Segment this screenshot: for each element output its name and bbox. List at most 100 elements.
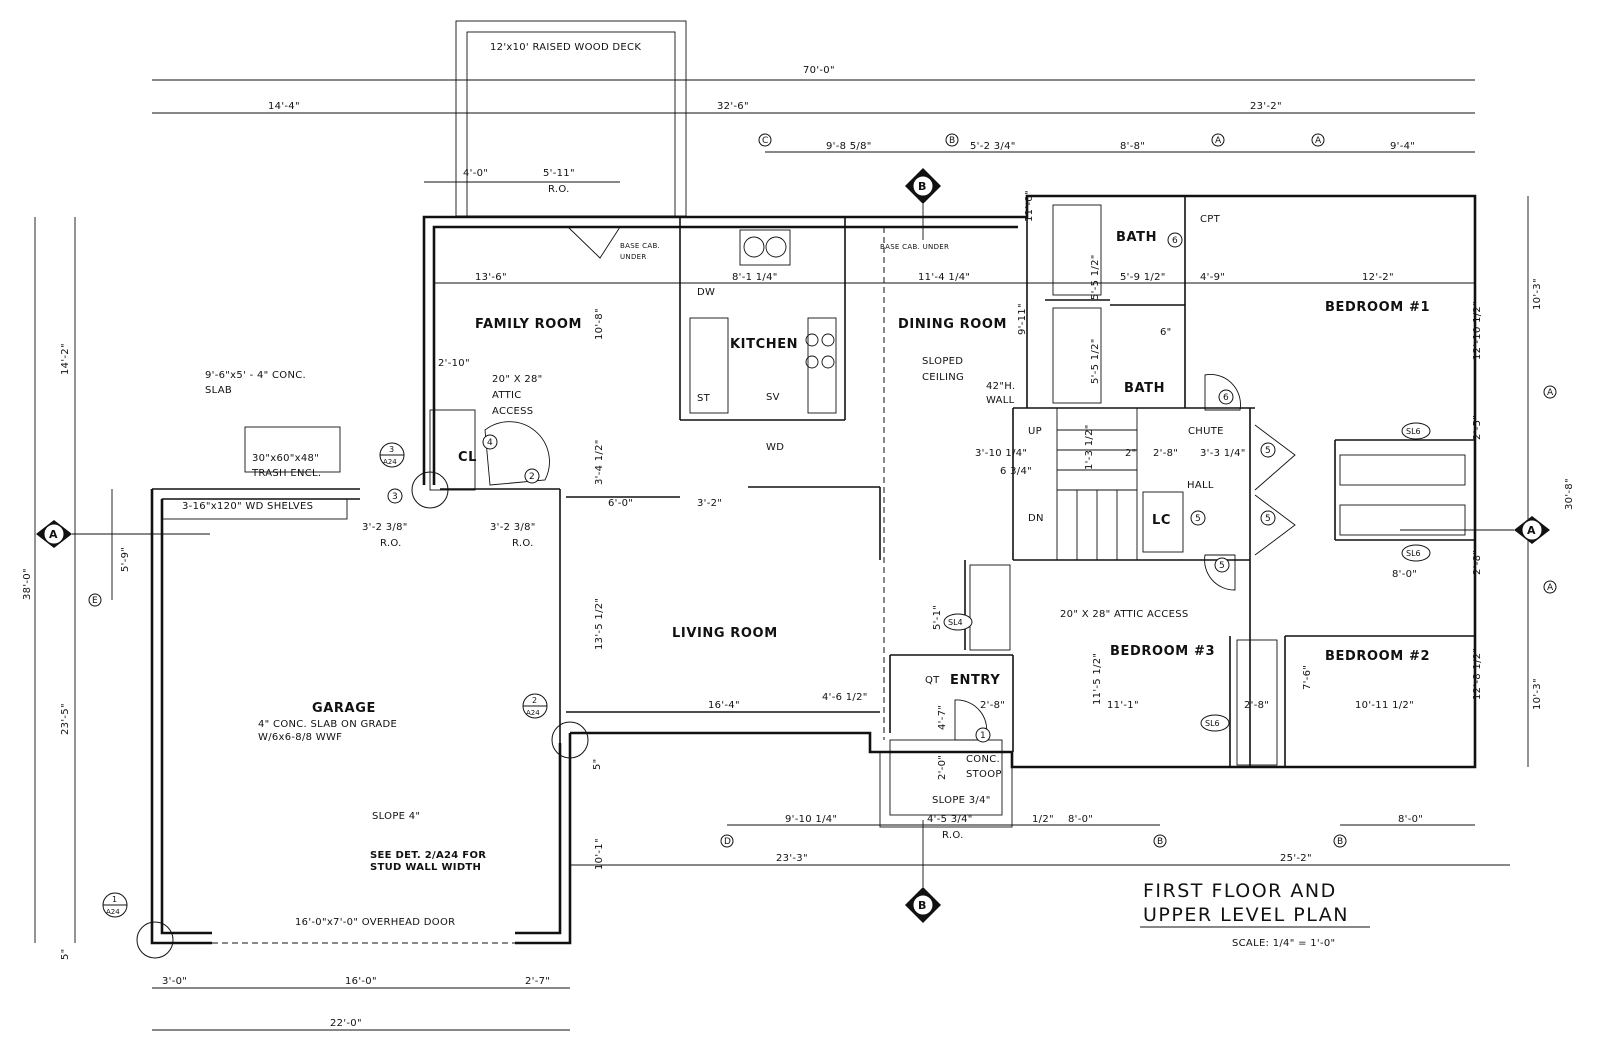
hall-label: HALL: [1187, 480, 1214, 491]
wall-note-2: WALL: [986, 395, 1015, 406]
detail-2-callout: 2 A24: [522, 693, 589, 759]
ro-label-family: R.O.: [512, 538, 534, 549]
svg-text:A: A: [1547, 583, 1554, 593]
st-note: ST: [697, 393, 711, 404]
dim-3-10: 3'-10 1/4": [975, 448, 1027, 459]
dim-22-0: 22'-0": [330, 1018, 362, 1029]
detail-1-callout: 1 A24: [102, 892, 174, 959]
ro-label-deck: R.O.: [548, 184, 570, 195]
garage-note-1: 4" CONC. SLAB ON GRADE: [258, 719, 397, 730]
dim-8-0c: 8'-0": [1398, 814, 1423, 825]
dim-4-9: 4'-9": [1200, 272, 1225, 283]
detail-3-callout: 3 A24: [379, 442, 449, 509]
detail-callouts: 3 A24 2 A24 1 A24: [102, 442, 589, 959]
dim-13-5: 13'-5 1/2": [594, 598, 605, 650]
dim-2-10: 2'-10": [438, 358, 470, 369]
svg-text:4: 4: [487, 438, 493, 448]
dim-9-8: 9'-8 5/8": [826, 141, 872, 152]
entry-label: ENTRY: [950, 673, 1000, 688]
dim-10-11: 10'-11 1/2": [1355, 700, 1414, 711]
section-a-left: A: [36, 520, 210, 548]
bedroom1-label: BEDROOM #1: [1325, 300, 1430, 315]
dim-32-6: 32'-6": [717, 101, 749, 112]
slab-note-2: SLAB: [205, 385, 232, 396]
chute-note: CHUTE: [1188, 426, 1224, 437]
dim-2-8b: 2'-8": [1472, 550, 1483, 575]
up-note: UP: [1028, 426, 1042, 437]
base-cab-note-1: BASE CAB.: [620, 242, 660, 250]
svg-text:SL6: SL6: [1406, 427, 1421, 436]
room-labels: FAMILY ROOM KITCHEN DINING ROOM LIVING R…: [312, 230, 1430, 716]
svg-text:SL4: SL4: [948, 618, 963, 627]
door-tags: 1 2 3 4 5 5 5 5 6 6: [387, 232, 1276, 743]
attic-note-2: ATTIC: [492, 390, 522, 401]
sloped-note-1: SLOPED: [922, 356, 963, 367]
svg-text:3: 3: [389, 445, 394, 454]
dim-16-4: 16'-4": [708, 700, 740, 711]
svg-text:6: 6: [1172, 236, 1178, 246]
svg-text:A: A: [1215, 136, 1222, 146]
dim-7-6: 7'-6": [1302, 665, 1313, 690]
svg-text:5: 5: [1265, 514, 1271, 524]
svg-text:A: A: [49, 528, 58, 541]
dim-13-6: 13'-6": [475, 272, 507, 283]
section-a-right: A: [1400, 516, 1550, 544]
overhead-door-note: 16'-0"x7'-0" OVERHEAD DOOR: [295, 917, 455, 928]
dim-5in-b: 5": [60, 948, 71, 960]
dim-4-0: 4'-0": [463, 168, 488, 179]
dimension-text: 70'-0" 14'-4" 32'-6" 23'-2" 9'-8 5/8" 5'…: [22, 65, 1575, 1029]
dim-23-3: 23'-3": [776, 853, 808, 864]
ro-label-entry: R.O.: [942, 830, 964, 841]
living-room-label: LIVING ROOM: [672, 626, 778, 641]
wd-note: WD: [766, 442, 784, 453]
dim-25-2: 25'-2": [1280, 853, 1312, 864]
dim-8-0a: 8'-0": [1392, 569, 1417, 580]
dim-10-3a: 10'-3": [1532, 278, 1543, 310]
dim-2-8d: 2'-8": [1244, 700, 1269, 711]
dim-1-2: 1/2": [1032, 814, 1054, 825]
svg-text:5: 5: [1219, 561, 1225, 571]
dim-10-8: 10'-8": [594, 308, 605, 340]
dim-10-3b: 10'-3": [1532, 678, 1543, 710]
kitchen-label: KITCHEN: [730, 337, 798, 352]
dining-room-label: DINING ROOM: [898, 317, 1007, 332]
svg-text:A24: A24: [383, 458, 397, 466]
dim-12-10: 12'-10 1/2": [1472, 301, 1483, 360]
svg-text:B: B: [918, 180, 926, 193]
dim-23-5: 23'-5": [60, 703, 71, 735]
ro-label-garage: R.O.: [380, 538, 402, 549]
bath-upper-label: BATH: [1116, 230, 1157, 245]
bedroom3-label: BEDROOM #3: [1110, 644, 1215, 659]
shelf-tags: SL4 SL6 SL6 SL6: [943, 422, 1431, 732]
section-markers: A A B B: [36, 168, 1550, 923]
svg-text:2: 2: [532, 696, 537, 705]
svg-text:A: A: [1527, 524, 1536, 537]
dim-6in: 6": [1160, 327, 1172, 338]
svg-text:E: E: [92, 596, 98, 606]
dim-3-2c: 3'-2": [697, 498, 722, 509]
cpt-note: CPT: [1200, 214, 1221, 225]
sv-note: SV: [766, 392, 780, 403]
dim-2-8a: 2'-8": [1153, 448, 1178, 459]
dim-23-2: 23'-2": [1250, 101, 1282, 112]
svg-text:D: D: [724, 837, 731, 847]
svg-text:6: 6: [1223, 393, 1229, 403]
dim-2in: 2": [1125, 448, 1137, 459]
svg-text:SL6: SL6: [1205, 719, 1220, 728]
dim-9-4: 9'-4": [1390, 141, 1415, 152]
linen-closet-label: LC: [1152, 513, 1171, 528]
dim-5-5a: 5'-5 1/2": [1090, 254, 1101, 300]
dimension-lines: [34, 79, 1529, 1031]
garage-note-2: W/6x6-8/8 WWF: [258, 732, 342, 743]
dim-5-9b: 5'-9": [120, 547, 131, 572]
dim-5-5b: 5'-5 1/2": [1090, 338, 1101, 384]
dim-5-1: 5'-1": [932, 605, 943, 630]
dim-30-8: 30'-8": [1564, 478, 1575, 510]
dim-2-0: 2'-0": [937, 755, 948, 780]
svg-text:A: A: [1547, 388, 1554, 398]
dim-5-2: 5'-2 3/4": [970, 141, 1016, 152]
dim-8-0b: 8'-0": [1068, 814, 1093, 825]
attic-note-3: ACCESS: [492, 406, 533, 417]
slope34-note: SLOPE 3/4": [932, 795, 991, 806]
